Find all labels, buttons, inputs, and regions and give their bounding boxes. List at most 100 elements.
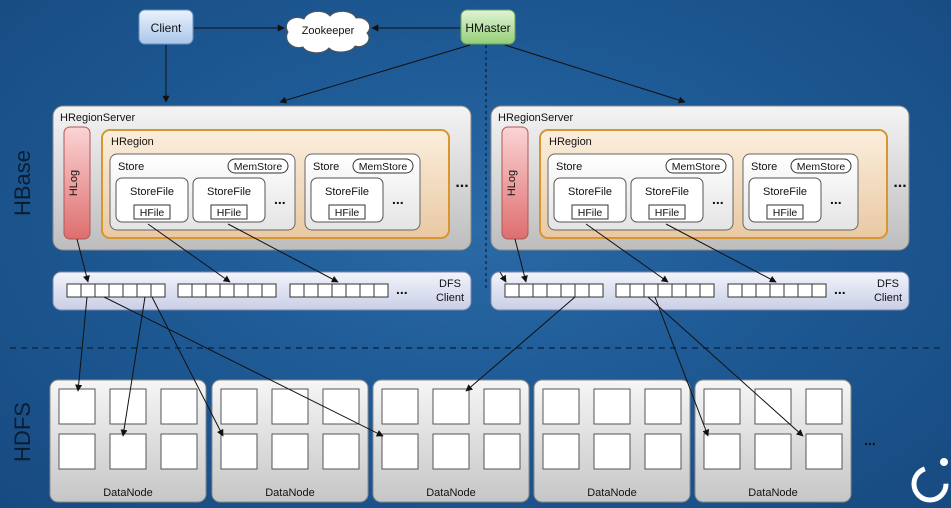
flow-arrow [75, 296, 88, 392]
storefile-label: StoreFile [645, 186, 689, 198]
data-block [58, 388, 96, 425]
flow-arrow [499, 271, 507, 283]
data-block [322, 388, 360, 425]
memstore-label: MemStore [234, 161, 283, 173]
datanode-label: DataNode [103, 487, 153, 499]
dfs-more: ... [396, 281, 408, 297]
store-label: Store [751, 161, 777, 173]
dfs-client-box: ... DFS Client [52, 271, 472, 311]
store-label: Store [313, 161, 339, 173]
data-block [805, 433, 843, 470]
storefile-label: StoreFile [568, 186, 612, 198]
dfs-block-group [615, 283, 715, 298]
region-more: ... [893, 174, 906, 191]
data-block [542, 433, 580, 470]
hfile-label: HFile [578, 207, 603, 219]
memstore-box: MemStore [665, 158, 727, 174]
data-block [754, 433, 792, 470]
flow-arrow [665, 223, 777, 283]
svg-text:Client: Client [151, 21, 182, 35]
hdfs-side-label: HDFS [10, 402, 35, 462]
memstore-box: MemStore [227, 158, 289, 174]
datanode-box: DataNode [533, 379, 691, 503]
data-block [593, 433, 631, 470]
storefile-label: StoreFile [325, 186, 369, 198]
hfile-box: HFile [648, 204, 686, 220]
data-block [160, 433, 198, 470]
region-server-title: HRegionServer [498, 112, 574, 124]
storefile-more: ... [830, 191, 842, 207]
data-block [220, 388, 258, 425]
hfile-label: HFile [140, 207, 165, 219]
memstore-label: MemStore [672, 161, 721, 173]
flow-arrow [120, 296, 146, 437]
hlog-label: HLog [506, 170, 518, 196]
data-block [381, 388, 419, 425]
data-block [483, 388, 521, 425]
storefile-more: ... [274, 191, 286, 207]
hfile-box: HFile [133, 204, 171, 220]
datanode-box: DataNode [49, 379, 207, 503]
store-label: Store [556, 161, 582, 173]
svg-text:HMaster: HMaster [465, 21, 510, 35]
datanode-label: DataNode [265, 487, 315, 499]
flow-arrow [227, 223, 339, 283]
hmaster-regionserver2-arrow [504, 44, 686, 104]
datanode-box: DataNode [211, 379, 369, 503]
hfile-box: HFile [328, 204, 366, 220]
dfs-block-group [504, 283, 604, 298]
memstore-label: MemStore [359, 161, 408, 173]
storefile-label: StoreFile [130, 186, 174, 198]
hfile-label: HFile [335, 207, 360, 219]
data-block [109, 433, 147, 470]
datanode-box: DataNode [694, 379, 852, 503]
flow-arrow [76, 238, 90, 283]
flow-arrow [465, 296, 576, 392]
flow-arrow [654, 296, 710, 437]
flow-arrow [147, 223, 231, 283]
memstore-box: MemStore [352, 158, 414, 174]
data-block [483, 433, 521, 470]
data-block [160, 388, 198, 425]
data-block [322, 433, 360, 470]
hfile-label: HFile [655, 207, 680, 219]
dfs-block-group [177, 283, 277, 298]
store-label: Store [118, 161, 144, 173]
hlog-box: HLog [501, 126, 529, 240]
data-block [542, 388, 580, 425]
hbase-side-label: HBase [10, 150, 35, 216]
hmaster-regionserver1-arrow [279, 44, 471, 104]
hfile-label: HFile [217, 207, 242, 219]
client-box: Client [138, 9, 194, 45]
data-block [432, 433, 470, 470]
dfs-client-label: DFS [439, 278, 461, 290]
data-block [754, 388, 792, 425]
dfs-block-group [66, 283, 166, 298]
dfs-client-label: Client [436, 292, 464, 304]
logo-icon [911, 458, 949, 503]
hfile-box: HFile [210, 204, 248, 220]
flow-arrow [647, 296, 804, 437]
region-more: ... [455, 174, 468, 191]
dfs-client-label: Client [874, 292, 902, 304]
data-block [703, 433, 741, 470]
dfs-more: ... [834, 281, 846, 297]
hfile-label: HFile [773, 207, 798, 219]
data-flow-arrows [75, 223, 804, 437]
flow-arrow [151, 296, 224, 437]
flow-arrow [103, 296, 384, 437]
